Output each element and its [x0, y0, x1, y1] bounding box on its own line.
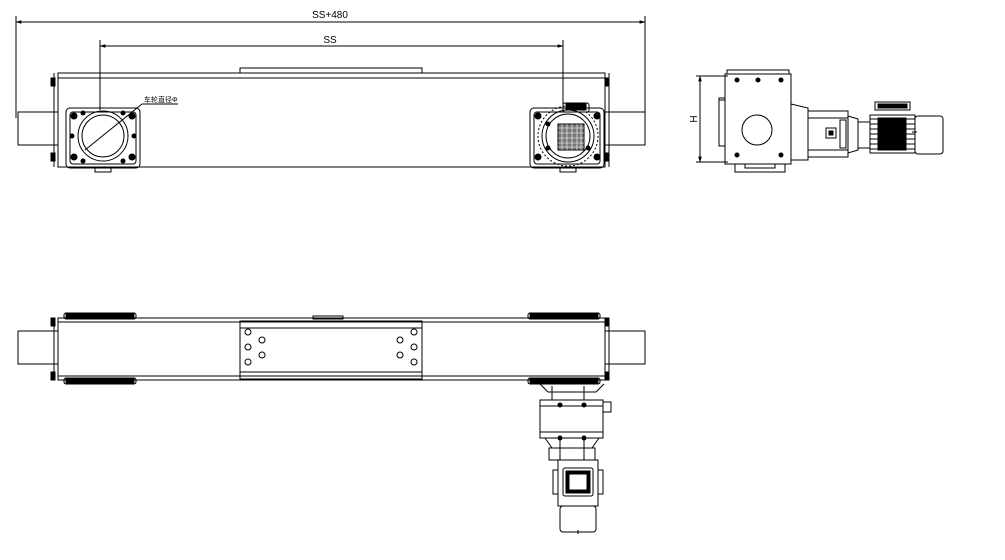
left-buffer-plan: [17, 330, 59, 365]
dimension-label-ss480: SS+480: [312, 10, 348, 21]
dimension-ss: SS: [99, 35, 564, 110]
right-buffer: [604, 111, 646, 146]
right-wheel-assembly: [529, 102, 605, 173]
splice-bolts: [244, 328, 418, 366]
plan-view: [17, 312, 646, 534]
front-view: 车轮直径Φ: [17, 67, 646, 173]
dimension-ss480: SS+480: [15, 10, 646, 118]
right-buffer-plan: [604, 330, 646, 365]
drive-assembly: [539, 383, 612, 534]
wheel-diameter-note: 车轮直径Φ: [144, 95, 178, 104]
side-view: H: [689, 69, 944, 173]
left-buffer: [17, 111, 59, 146]
dimension-label-h: H: [689, 115, 700, 122]
left-wheel-assembly: [65, 103, 178, 173]
dimension-label-ss: SS: [323, 35, 337, 46]
